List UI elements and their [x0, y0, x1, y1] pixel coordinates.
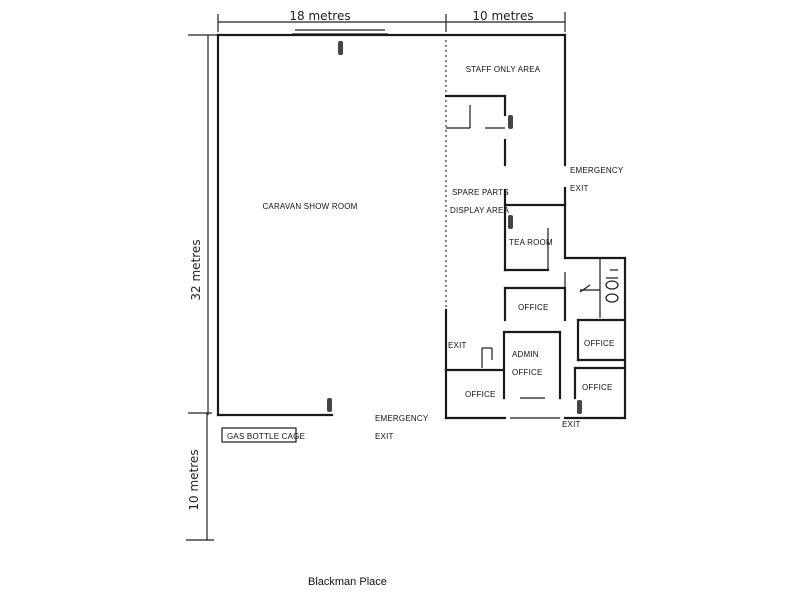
- label-office-lower-left: OFFICE: [465, 390, 496, 399]
- dimension-label-left-lower: 10 metres: [187, 449, 201, 510]
- fire-extinguishers: [327, 41, 582, 414]
- label-display-area: DISPLAY AREA: [450, 206, 509, 215]
- label-caravan-show-room: CARAVAN SHOW ROOM: [262, 202, 357, 211]
- office-area-walls: [444, 286, 627, 420]
- label-emergency-right: EMERGENCY: [570, 166, 624, 175]
- dimension-left-lower: [186, 413, 214, 541]
- label-staff-only-area: STAFF ONLY AREA: [466, 65, 541, 74]
- toilet-block: [563, 256, 627, 420]
- label-office-upper: OFFICE: [518, 303, 549, 312]
- label-emergency-right-exit: EXIT: [570, 184, 589, 193]
- label-exit-bottom: EXIT: [562, 420, 581, 429]
- dimension-label-top-left: 18 metres: [289, 9, 350, 23]
- label-emergency-bottom: EMERGENCY: [375, 414, 429, 423]
- label-tea-room: TEA ROOM: [509, 238, 553, 247]
- label-exit-left: EXIT: [448, 341, 467, 350]
- label-admin: ADMIN: [512, 350, 539, 359]
- tea-room-walls: [503, 203, 567, 272]
- spare-parts-walls: [444, 94, 507, 272]
- dimension-left-main: [188, 34, 218, 415]
- label-office-right-lower: OFFICE: [582, 383, 613, 392]
- dimension-label-left-main: 32 metres: [189, 239, 203, 300]
- label-spare-parts: SPARE PARTS: [452, 188, 509, 197]
- label-gas-bottle-cage: GAS BOTTLE CAGE: [227, 432, 305, 441]
- label-admin-office: OFFICE: [512, 368, 543, 377]
- dimension-label-top-right: 10 metres: [472, 9, 533, 23]
- building-outline: [216, 33, 567, 417]
- gas-bottle-cage-box: [221, 427, 297, 443]
- label-office-right-upper: OFFICE: [584, 339, 615, 348]
- label-emergency-bottom-exit: EXIT: [375, 432, 394, 441]
- dimension-top-right: [446, 12, 566, 32]
- street-name: Blackman Place: [308, 576, 387, 588]
